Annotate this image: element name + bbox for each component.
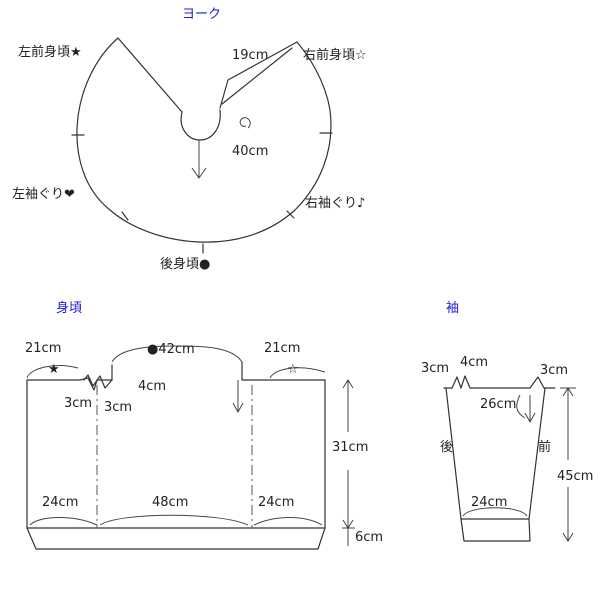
yoke-outline [76,37,332,243]
body-notch [83,374,113,389]
label-notch-w: 4cm [138,379,166,394]
dim-arc [111,345,243,363]
body-title: 身頃 [56,300,82,316]
label-bot-left: 24cm [42,495,78,510]
sleeve-top [443,375,556,389]
label-back: 後身頃● [160,256,210,272]
sleeve-title: 袖 [446,301,459,316]
label-bot-right: 24cm [258,495,294,510]
body-arrowhead [232,402,244,414]
label-sleeve-back: 後 [440,440,453,455]
dim-arrowhead [342,379,354,389]
dim-arc [253,517,323,526]
label-top-left: 21cm [25,341,61,356]
yoke-tick [286,210,295,219]
dim-arc [99,514,249,526]
yoke-left-edge [117,37,183,113]
label-sleeve-top: 26cm [480,397,516,412]
label-left-armhole: 左袖ぐり❤ [12,187,75,202]
label-height: 31cm [332,440,368,455]
yoke-right-edge-inner [221,47,293,105]
label-right-armhole: 右袖ぐり♪ [305,196,365,211]
sleeve-sides [445,387,546,520]
label-top-mid: ●42cm [147,342,195,357]
label-notch-a: 3cm [64,396,92,411]
label-bot-mid: 48cm [152,495,188,510]
label-neck-depth: 19cm [232,48,268,63]
dim-arc [462,507,528,517]
dim-arc [269,367,326,379]
label-sleeve-front: 前 [538,439,551,455]
yoke-right-edge [219,41,298,109]
label-sleeve-bottom: 24cm [471,495,507,510]
star-black: ★ [48,362,60,377]
yoke-title: ヨーク [182,7,221,22]
label-neck-circ: 40cm [232,144,268,159]
yoke-section: ヨーク 左前身頃★ 右前身頃☆ 19cm 40cm 左袖ぐり❤ 右袖ぐり♪ 後身… [12,7,367,272]
label-sleeve-height: 45cm [557,469,593,484]
body-section: 身頃 21cm ●42cm 21cm ★ ☆ 4cm [25,300,383,550]
label-sleeve-notch-l: 3cm [421,361,449,376]
body-hem [26,527,326,550]
star-white: ☆ [287,362,299,377]
dim-arc [26,365,79,379]
label-sleeve-notch-r: 3cm [540,363,568,378]
dim-arc [29,517,98,526]
sleeve-arrowhead [524,412,536,424]
yoke-neckline [180,109,221,141]
sleeve-section: 袖 3cm 4cm 3cm 26cm 後 前 45cm 24cm [421,301,593,542]
label-sleeve-notch-w: 4cm [460,355,488,370]
label-right-front: 右前身頃☆ [303,47,367,63]
label-left-front: 左前身頃★ [18,44,82,60]
label-notch-b: 3cm [104,400,132,415]
center-back-arrowhead [191,167,207,179]
yoke-tick [121,211,129,221]
dim-arc [516,394,526,419]
label-top-right: 21cm [264,341,300,356]
sleeve-cuff [460,518,531,542]
label-hem: 6cm [355,530,383,545]
rotate-arrow-icon [239,117,251,129]
dim-arrowhead [562,532,574,542]
